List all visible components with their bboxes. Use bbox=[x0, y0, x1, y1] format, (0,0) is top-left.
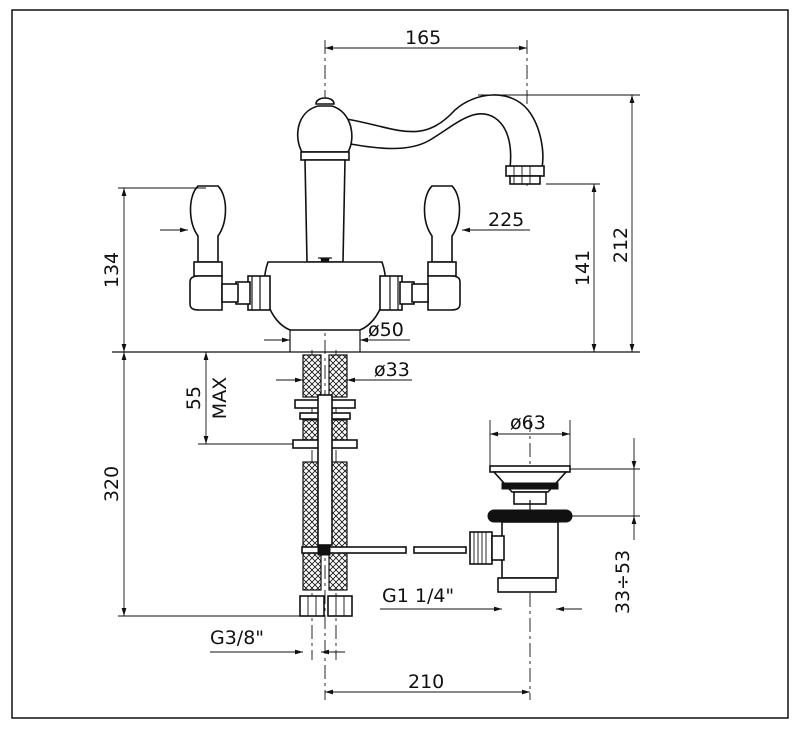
dim-33-53-label: 33÷53 bbox=[612, 550, 634, 614]
thread-g38-label: G3/8" bbox=[210, 627, 264, 649]
faucet-body bbox=[189, 94, 545, 352]
dimension-lines bbox=[118, 45, 640, 695]
dim-210-label: 210 bbox=[408, 671, 444, 693]
dim-d33-label: ø33 bbox=[374, 359, 410, 381]
hoses bbox=[292, 354, 467, 617]
dim-141-label: 141 bbox=[572, 250, 594, 286]
dim-320-label: 320 bbox=[101, 466, 123, 502]
dim-55-label: 55 bbox=[183, 386, 205, 410]
dim-d63-label: ø63 bbox=[510, 412, 546, 434]
dim-max-label: MAX bbox=[209, 377, 231, 419]
dim-134-label: 134 bbox=[101, 252, 123, 288]
dim-212-label: 212 bbox=[610, 227, 632, 263]
drawing-border bbox=[11, 9, 789, 719]
popup-waste bbox=[469, 465, 573, 593]
thread-g1-label: G1 1/4" bbox=[382, 585, 454, 607]
dim-d50-label: ø50 bbox=[368, 319, 404, 341]
dim-225-label: 225 bbox=[488, 209, 524, 231]
dim-165-label: 165 bbox=[405, 27, 441, 49]
